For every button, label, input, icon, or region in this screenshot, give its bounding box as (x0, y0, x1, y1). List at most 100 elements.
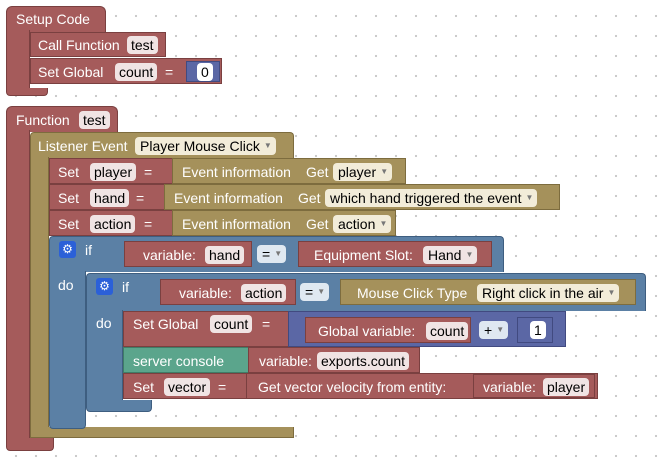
chevron-down-icon: ▼ (465, 250, 474, 259)
inner-set-global-label: Set Global (133, 316, 199, 332)
set-action-var-field[interactable]: action (90, 215, 136, 233)
equipment-slot-dropdown[interactable]: Hand▼ (423, 246, 478, 264)
variable-exports-field[interactable]: exports.count (317, 352, 410, 370)
listener-event-dropdown[interactable]: Player Mouse Click▼ (135, 137, 276, 155)
variable-player-field[interactable]: player (543, 378, 590, 396)
set-vector-label: Set (133, 379, 155, 395)
math-block[interactable]: Global variable: count +▼ 1 (288, 311, 566, 347)
number-block[interactable]: 0 (186, 61, 220, 82)
compare-op-dropdown[interactable]: =▼ (300, 283, 330, 301)
set-action-block[interactable]: Set action = (49, 210, 173, 236)
variable-action-field[interactable]: action (241, 284, 287, 302)
mouse-click-type-dropdown[interactable]: Right click in the air▼ (477, 284, 620, 302)
equipment-slot-value: Hand (428, 247, 462, 263)
event-info-player-value: player (338, 164, 377, 180)
if-inner-spine: do (86, 310, 123, 402)
set-eq: = (218, 379, 227, 395)
set-global-var-field[interactable]: count (115, 63, 158, 81)
set-player-var-field[interactable]: player (90, 163, 137, 181)
gear-icon[interactable]: ⚙ (59, 241, 76, 258)
variable-hand-field[interactable]: hand (205, 246, 245, 264)
chevron-down-icon: ▼ (525, 193, 534, 202)
math-op-dropdown[interactable]: +▼ (479, 321, 509, 339)
chevron-down-icon: ▼ (379, 219, 388, 228)
set-eq: = (262, 316, 271, 332)
function-footer (6, 438, 54, 451)
call-function-block[interactable]: Call Function test (30, 32, 166, 57)
number-field[interactable]: 0 (197, 63, 213, 81)
number-field[interactable]: 1 (530, 321, 546, 339)
event-info-action-value: action (338, 216, 376, 232)
if-outer-footer (49, 419, 86, 429)
setup-code-footer (6, 88, 48, 96)
if-inner-footer (86, 400, 152, 412)
event-info-action-dropdown[interactable]: action▼ (333, 215, 392, 233)
event-info-label: Event information (182, 216, 291, 232)
compare-op-value: = (262, 246, 271, 262)
function-name-field[interactable]: test (79, 111, 110, 129)
chevron-down-icon: ▼ (607, 288, 616, 297)
listener-spine (30, 157, 49, 429)
get-label: Get (306, 216, 329, 232)
equipment-slot-block[interactable]: Equipment Slot: Hand▼ (298, 241, 492, 267)
variable-label: variable: (179, 285, 232, 301)
equipment-slot-label: Equipment Slot: (314, 247, 413, 263)
listener-event-label: Listener Event (38, 138, 128, 154)
function-title: Function (16, 112, 70, 128)
set-label: Set (58, 216, 80, 232)
event-info-hand-dropdown[interactable]: which hand triggered the event▼ (325, 189, 538, 207)
set-global-label: Set Global (38, 64, 104, 80)
chevron-down-icon: ▼ (317, 287, 326, 296)
chevron-down-icon: ▼ (380, 167, 389, 176)
call-function-name-field[interactable]: test (127, 36, 158, 54)
setup-code-spine (6, 30, 30, 90)
mouse-click-type-block[interactable]: Mouse Click Type Right click in the air▼ (340, 279, 636, 305)
listener-event-value: Player Mouse Click (140, 138, 260, 154)
if-outer-do-label: do (58, 277, 74, 293)
server-console-label: server console (133, 353, 225, 369)
set-eq: = (144, 164, 153, 180)
event-info-hand-block[interactable]: Event information Get which hand trigger… (164, 184, 560, 210)
event-info-label: Event information (182, 164, 291, 180)
set-hand-var-field[interactable]: hand (90, 189, 130, 207)
set-global-block[interactable]: Set Global count = 0 (30, 58, 222, 84)
server-console-block[interactable]: server console (123, 347, 249, 373)
variable-label: variable: (483, 379, 536, 395)
set-hand-block[interactable]: Set hand = (49, 184, 165, 210)
mouse-click-type-value: Right click in the air (482, 285, 604, 301)
set-global-eq: = (165, 64, 174, 80)
if-inner-do-label: do (96, 315, 112, 331)
global-variable-block[interactable]: Global variable: count (305, 317, 471, 343)
event-info-label: Event information (174, 190, 283, 206)
set-vector-var-field[interactable]: vector (164, 378, 211, 396)
variable-label: variable: (259, 353, 312, 369)
variable-action-block[interactable]: variable: action (160, 279, 296, 305)
set-player-block[interactable]: Set player = (49, 158, 173, 184)
event-info-action-block[interactable]: Event information Get action▼ (172, 210, 396, 236)
math-op-value: + (484, 322, 493, 338)
listener-event-block[interactable]: Listener Event Player Mouse Click▼ (30, 132, 294, 158)
event-info-player-dropdown[interactable]: player▼ (333, 163, 393, 181)
event-info-hand-value: which hand triggered the event (330, 190, 522, 206)
variable-hand-block[interactable]: variable: hand (124, 241, 252, 267)
get-vector-velocity-block[interactable]: Get vector velocity from entity: variabl… (246, 373, 598, 399)
chevron-down-icon: ▼ (263, 141, 272, 150)
global-variable-label: Global variable: (318, 323, 416, 339)
inner-set-global-var-field[interactable]: count (210, 315, 253, 333)
listener-footer (30, 427, 294, 438)
global-variable-field[interactable]: count (426, 322, 469, 340)
inner-set-global-block[interactable]: Set Global count = (123, 311, 293, 347)
set-vector-block[interactable]: Set vector = (123, 373, 251, 399)
if-outer-if-label: if (85, 242, 92, 258)
function-block[interactable]: Function test (6, 106, 118, 132)
number-block[interactable]: 1 (517, 317, 553, 343)
setup-code-title: Setup Code (16, 11, 90, 27)
variable-exports-block[interactable]: variable: exports.count (248, 347, 420, 373)
gear-icon[interactable]: ⚙ (96, 278, 113, 295)
setup-code-block[interactable]: Setup Code (6, 6, 106, 32)
if-outer-spine: do (49, 271, 86, 421)
compare-op-dropdown[interactable]: =▼ (257, 245, 287, 263)
event-info-player-block[interactable]: Event information Get player▼ (172, 158, 406, 184)
variable-player-block[interactable]: variable: player (473, 374, 595, 398)
chevron-down-icon: ▼ (496, 325, 505, 334)
